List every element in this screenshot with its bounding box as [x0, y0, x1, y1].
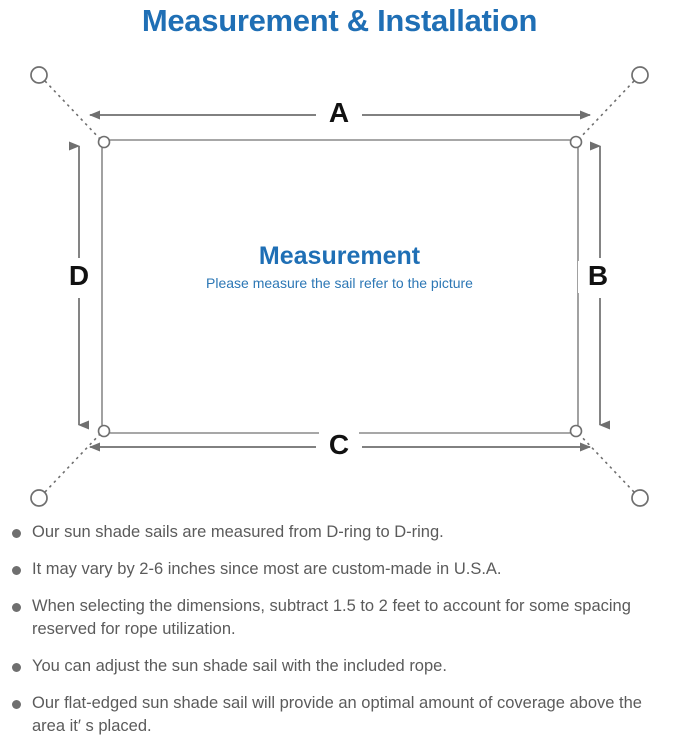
dimension-label-c: C	[319, 430, 359, 462]
bullet-icon	[12, 603, 21, 612]
list-item: It may vary by 2-6 inches since most are…	[0, 558, 679, 581]
note-text: Our sun shade sails are measured from D-…	[32, 523, 444, 541]
dimension-label-b: B	[578, 261, 618, 293]
dimension-label-a: A	[319, 98, 359, 130]
dimension-label-d: D	[59, 261, 99, 293]
list-item: You can adjust the sun shade sail with t…	[0, 655, 679, 678]
anchor-point-group	[30, 66, 649, 507]
list-item: Our sun shade sails are measured from D-…	[0, 521, 679, 544]
d-ring-group	[97, 135, 583, 438]
bullet-icon	[12, 566, 21, 575]
notes-list: Our sun shade sails are measured from D-…	[0, 521, 679, 752]
note-text: Our flat-edged sun shade sail will provi…	[32, 694, 642, 735]
sail-body	[101, 139, 579, 434]
list-item: Our flat-edged sun shade sail will provi…	[0, 692, 679, 738]
bullet-icon	[12, 663, 21, 672]
note-text: You can adjust the sun shade sail with t…	[32, 657, 447, 675]
note-text: It may vary by 2-6 inches since most are…	[32, 560, 502, 578]
list-item: When selecting the dimensions, subtract …	[0, 595, 679, 641]
note-text: When selecting the dimensions, subtract …	[32, 597, 631, 638]
sun-shade-sail-measurement-diagram: Measurement Please measure the sail refe…	[0, 48, 679, 510]
rope-lines	[44, 80, 635, 493]
page-title: Measurement & Installation	[141, 3, 538, 38]
bullet-icon	[12, 529, 21, 538]
bullet-icon	[12, 700, 21, 709]
